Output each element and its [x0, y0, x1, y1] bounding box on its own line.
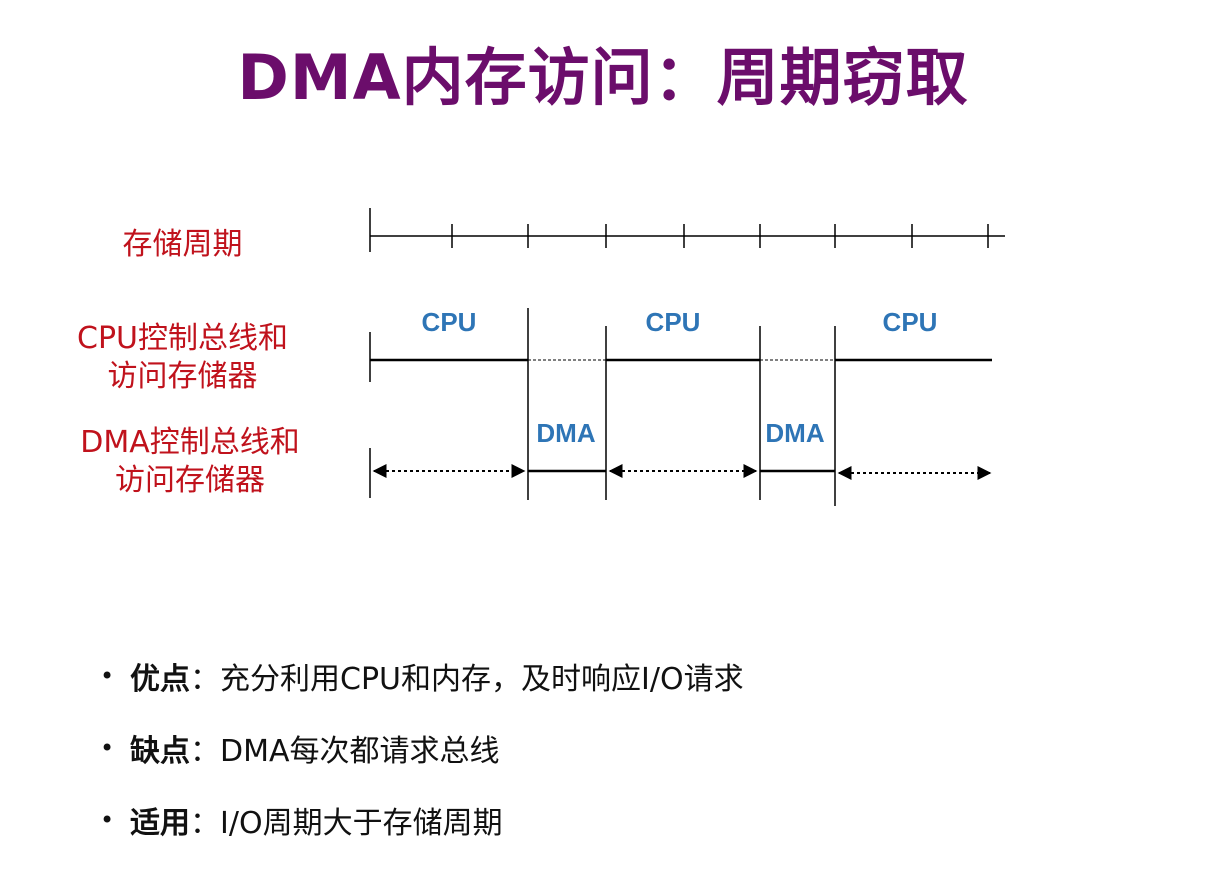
- bullet-icon: •: [100, 734, 115, 762]
- cpu-segment-label: CPU: [422, 307, 477, 337]
- dma-bus-label-line2: 访问存储器: [115, 463, 265, 498]
- cpu-bus-row: [369, 332, 992, 382]
- timing-diagram: CPU CPU CPU DMA DMA: [369, 208, 1005, 506]
- cpu-bus-label: CPU控制总线和 访问存储器: [55, 320, 310, 396]
- bullet-separator: ：: [190, 662, 220, 697]
- memory-cycle-timeline: [369, 208, 1005, 252]
- bullet-text: DMA每次都请求总线: [220, 734, 500, 769]
- list-item: • 适用 ： I/O周期大于存储周期: [100, 784, 744, 856]
- bullet-icon: •: [100, 662, 115, 690]
- memory-cycle-label-text: 存储周期: [122, 227, 243, 262]
- cpu-segment-label: CPU: [646, 307, 701, 337]
- page-title: DMA内存访问：周期窃取: [237, 41, 969, 114]
- dma-bus-label-line1: DMA控制总线和: [80, 425, 300, 460]
- list-item: • 优点 ： 充分利用CPU和内存，及时响应I/O请求: [100, 640, 744, 712]
- bullet-separator: ：: [190, 734, 220, 769]
- bullet-text: I/O周期大于存储周期: [220, 806, 503, 841]
- dma-bus-row: [369, 448, 992, 498]
- bullet-icon: •: [100, 806, 115, 834]
- bullet-separator: ：: [190, 806, 220, 841]
- cpu-bus-label-line1: CPU控制总线和: [77, 321, 288, 356]
- dma-bus-label: DMA控制总线和 访问存储器: [55, 424, 325, 500]
- memory-cycle-label: 存储周期: [60, 226, 305, 264]
- cpu-segment-label: CPU: [883, 307, 938, 337]
- dma-boundaries: [527, 308, 836, 506]
- bullet-list: • 优点 ： 充分利用CPU和内存，及时响应I/O请求 • 缺点 ： DMA每次…: [100, 640, 744, 856]
- bullet-term: 适用: [130, 806, 190, 841]
- bullet-term: 优点: [130, 662, 190, 697]
- bullet-term: 缺点: [130, 734, 190, 769]
- cpu-bus-label-line2: 访问存储器: [107, 359, 258, 394]
- dma-segment-label: DMA: [536, 418, 595, 448]
- dma-segment-label: DMA: [765, 418, 824, 448]
- list-item: • 缺点 ： DMA每次都请求总线: [100, 712, 744, 784]
- bullet-text: 充分利用CPU和内存，及时响应I/O请求: [220, 662, 744, 697]
